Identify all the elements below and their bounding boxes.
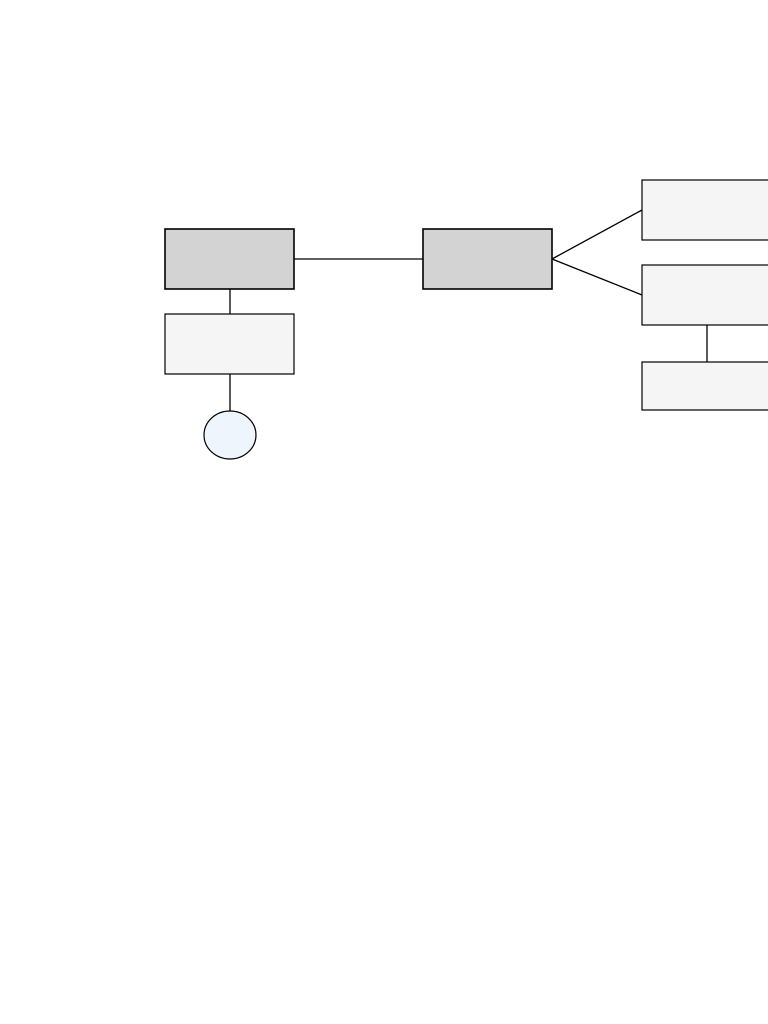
diagram-node-a [164, 228, 295, 290]
edge-node-d-to-node-f [551, 258, 643, 296]
diagram-node-b [164, 313, 295, 375]
edges-layer [229, 209, 708, 411]
node-c-shape [203, 410, 257, 460]
diagram-node-f [641, 264, 768, 326]
node-b-shape [164, 313, 295, 375]
node-f-shape [641, 264, 768, 326]
edge-node-d-to-node-e [551, 209, 643, 260]
node-a-shape [164, 228, 295, 290]
diagram-node-c [203, 410, 257, 460]
node-e-shape [641, 179, 768, 241]
diagram-node-d [422, 228, 553, 290]
nodes-layer [164, 179, 768, 460]
node-d-shape [422, 228, 553, 290]
diagram-node-g [641, 361, 768, 411]
node-g-shape [641, 361, 768, 411]
diagram-node-e [641, 179, 768, 241]
